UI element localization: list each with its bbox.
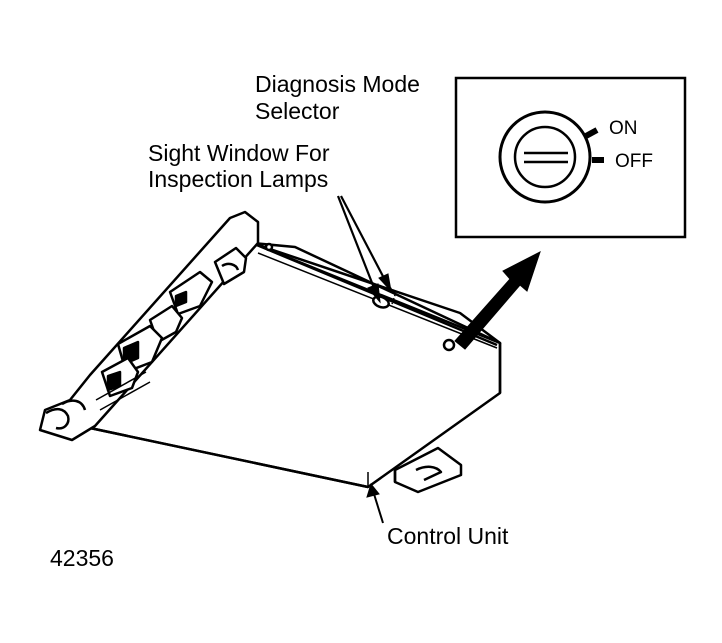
sight-window-line-1: Sight Window For (148, 140, 330, 166)
control-unit-label: Control Unit (387, 523, 509, 549)
connector-slot-1 (213, 246, 248, 286)
selector-inset: ON OFF (454, 76, 687, 239)
off-label: OFF (615, 151, 653, 172)
on-tick (584, 127, 599, 139)
sight-window-leader-1 (336, 195, 378, 294)
sight-window-leader-2 (340, 195, 387, 283)
inset-arrow (454, 250, 541, 350)
corner-screw (264, 242, 274, 252)
figure-number: 42356 (50, 545, 114, 571)
sight-window-label: Sight Window For Inspection Lamps (148, 140, 336, 192)
on-label: ON (609, 118, 638, 139)
diagnosis-mode-selector-label: Diagnosis Mode Selector (255, 71, 426, 124)
sight-window-line-2: Inspection Lamps (148, 166, 328, 192)
control-unit-leader (373, 493, 384, 524)
selector-hole (442, 338, 456, 352)
leader-lines (336, 195, 541, 524)
selector-slot (524, 151, 568, 164)
selector-inner-dial[interactable] (513, 125, 577, 189)
diagnosis-mode-line-1: Diagnosis Mode (255, 71, 420, 97)
diagnosis-mode-line-2: Selector (255, 98, 340, 124)
control-unit (38, 210, 502, 494)
